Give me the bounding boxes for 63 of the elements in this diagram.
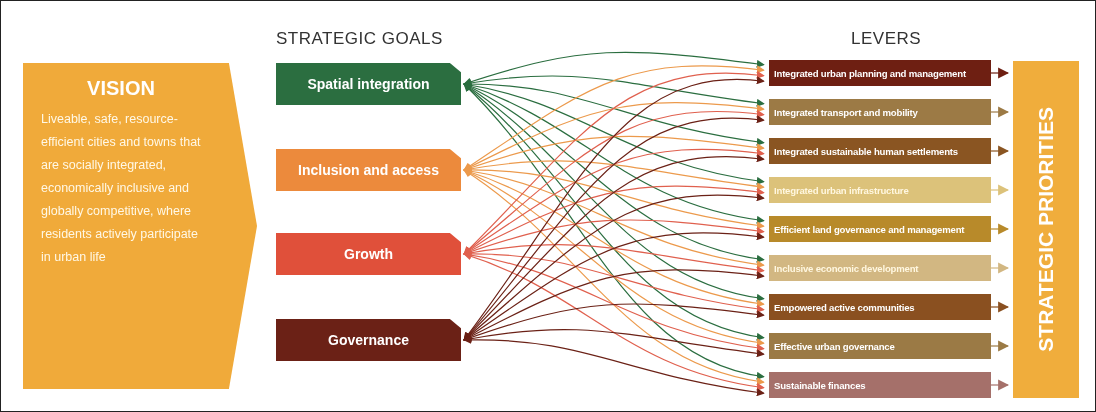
lever-label: Effective urban governance	[774, 340, 895, 352]
lever-label: Inclusive economic development	[774, 262, 919, 274]
goal-tag	[276, 233, 461, 275]
lever-label: Sustainable finances	[774, 379, 866, 391]
curved-arrow	[463, 232, 765, 341]
arrow	[990, 67, 1010, 79]
vision-chevron	[23, 63, 257, 389]
curved-arrow	[463, 168, 765, 307]
curved-arrow	[463, 81, 765, 185]
arrow	[990, 106, 1010, 118]
curved-arrow	[463, 244, 765, 274]
lever-label: Integrated sustainable human settlements	[774, 145, 958, 157]
lever-label: Integrated transport and mobility	[774, 106, 918, 118]
curved-arrow	[463, 269, 765, 341]
goal-label: Growth	[344, 246, 393, 262]
column-heading: STRATEGIC GOALS	[276, 29, 443, 49]
curved-arrow	[463, 148, 765, 255]
goal-tag	[276, 319, 461, 361]
curved-arrow	[463, 166, 765, 230]
lever-bar	[769, 177, 991, 203]
curved-arrow	[463, 336, 765, 397]
arrow	[990, 145, 1010, 157]
lever-bar	[769, 60, 991, 86]
vision-statement: Liveable, safe, resource-efficient cities and towns that are socially integrated, economically inclusive and globally competitive, where residents actively participate in urban life	[41, 111, 202, 266]
curved-arrow	[463, 185, 765, 255]
curved-arrow	[463, 80, 765, 146]
curved-arrow	[463, 303, 765, 342]
column-heading: LEVERS	[851, 29, 922, 49]
lever-label: Integrated urban planning and management	[774, 67, 966, 79]
curved-arrow	[463, 75, 765, 107]
curved-arrow	[463, 160, 765, 191]
goal-tag	[276, 63, 461, 105]
curved-arrow	[463, 252, 765, 391]
lever-bar	[769, 138, 991, 164]
goal-label: Spatial integration	[307, 76, 430, 92]
curved-arrow	[463, 102, 765, 171]
goal-tag	[276, 149, 461, 191]
priorities-bar	[1013, 61, 1079, 398]
priorities-label: STRATEGIC PRIORITIES	[1034, 107, 1058, 352]
lever-bar	[769, 255, 991, 281]
curved-arrow	[463, 251, 765, 352]
curved-arrow	[463, 169, 765, 385]
goal-label: Governance	[328, 332, 409, 348]
lever-bar	[769, 216, 991, 242]
lever-label: Integrated urban infrastructure	[774, 184, 909, 196]
lever-bar	[769, 294, 991, 320]
lever-bar	[769, 333, 991, 359]
curved-arrow	[463, 82, 765, 224]
lever-label: Efficient land governance and management	[774, 223, 965, 235]
arrow	[990, 184, 1010, 196]
lever-bar	[769, 99, 991, 125]
vision-heading: VISION	[86, 77, 156, 100]
arrow	[990, 223, 1010, 235]
curved-arrow	[463, 65, 765, 171]
arrow	[990, 379, 1010, 391]
arrow	[990, 340, 1010, 352]
curved-arrow	[463, 328, 765, 358]
lever-label: Empowered active communities	[774, 301, 915, 313]
goal-label: Inclusion and access	[298, 162, 439, 178]
curved-arrow	[463, 167, 765, 269]
arrow	[990, 262, 1010, 274]
arrow	[990, 301, 1010, 313]
lever-bar	[769, 372, 991, 398]
